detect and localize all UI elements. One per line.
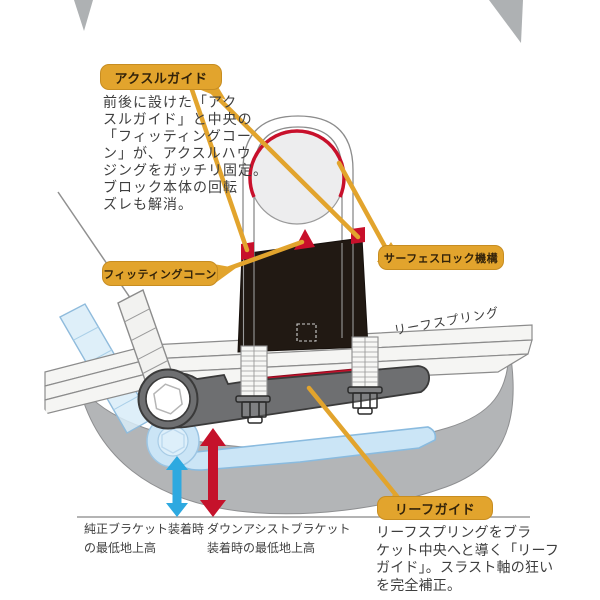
lowering-block [237, 227, 369, 353]
u-bolt-nut-rear [347, 386, 383, 415]
corner-shade-right [489, 0, 523, 43]
leader-axle-guide-front [187, 81, 250, 253]
stock-clearance-caption: 純正ブラケット装着時 の最低地上高 [84, 522, 205, 555]
callout-axle-guide-label: アクスルガイド [114, 70, 208, 86]
leaf-guide-description: リーフスプリングをブラ ケット中央へと導く「リーフ ガイド」。スラスト軸の狂い … [376, 524, 560, 593]
leader-leaf-guide [306, 385, 403, 503]
callout-leaf-guide-label: リーフガイド [394, 501, 476, 517]
stock-clearance-arrow [166, 456, 188, 517]
axle-guide-description: 前後に設けた「アク スルガイド」と中央の 「フィッティングコー ン」が、アクスル… [103, 94, 268, 212]
callout-surface-lock: サーフェスロック機構 [378, 245, 504, 270]
pivot-bolt-hex [153, 383, 183, 415]
leader-surface-lock [336, 160, 391, 255]
u-bolt-nut-front [235, 395, 271, 424]
callout-fitting-cone: フィッティングコーン [102, 261, 218, 286]
callout-leader-lines [187, 81, 403, 503]
down-assist-clearance-caption: ダウンアシストブラケット 装着時の最低地上高 [207, 522, 351, 555]
corner-shade-left [74, 0, 93, 31]
callout-surface-lock-label: サーフェスロック機構 [383, 252, 499, 265]
callout-fitting-cone-label: フィッティングコーン [103, 268, 217, 281]
u-bolt-fasteners [235, 336, 383, 424]
down-assist-clearance-arrow [200, 428, 226, 517]
callout-leaf-guide: リーフガイド [377, 496, 493, 520]
leader-axle-guide-rear [203, 83, 361, 240]
fitting-cone [294, 229, 315, 250]
callout-axle-guide: アクスルガイド [100, 64, 222, 90]
leader-fitting-cone [213, 239, 305, 276]
